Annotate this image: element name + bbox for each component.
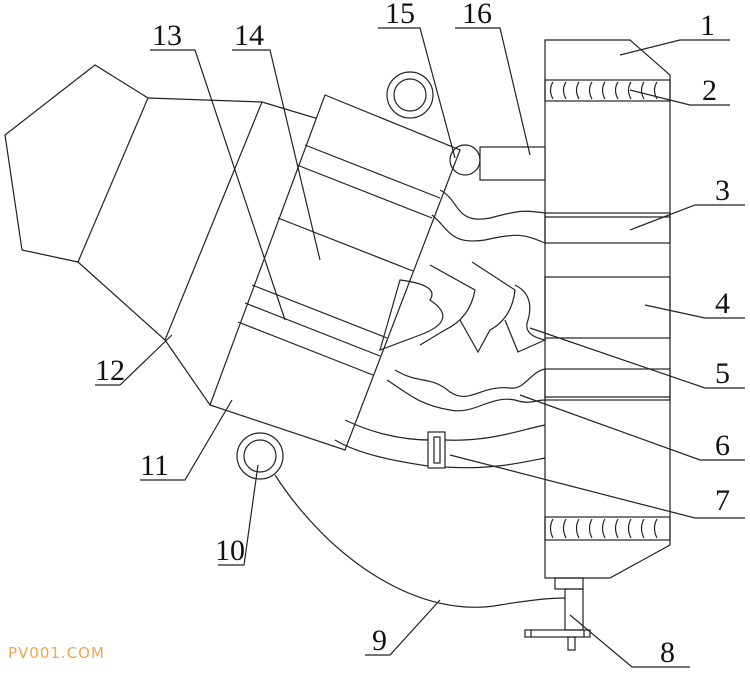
label-11: 11	[140, 449, 169, 482]
hood-assembly	[4, 64, 461, 451]
band-4	[544, 276, 671, 339]
connecting-pipes	[274, 189, 566, 608]
filter-arcs-top	[549, 81, 658, 100]
ring-10-outer	[236, 432, 284, 480]
label-7: 7	[715, 484, 730, 517]
column-body	[524, 39, 671, 651]
band-6	[544, 368, 671, 401]
label-15: 15	[385, 0, 415, 30]
flange	[524, 629, 591, 638]
label-10: 10	[215, 534, 245, 567]
label-4: 4	[715, 287, 730, 320]
label-12: 12	[95, 354, 125, 387]
filter-band-bottom	[544, 516, 671, 541]
part-labels: 1 2 3 4 5 6 7 8 9 10 11 12 13 14 15 16	[95, 0, 730, 669]
label-3: 3	[715, 174, 730, 207]
cones-5	[379, 261, 547, 354]
label-2: 2	[702, 74, 717, 107]
main-body-14	[209, 94, 461, 451]
label-5: 5	[715, 357, 730, 390]
band-3	[544, 212, 671, 244]
leader-lines	[95, 27, 745, 668]
label-16: 16	[462, 0, 492, 30]
pipe-9	[274, 474, 566, 608]
label-9: 9	[372, 624, 387, 657]
valve-7	[427, 431, 446, 469]
motor-16	[479, 146, 546, 181]
label-6: 6	[715, 429, 730, 462]
label-8: 8	[660, 636, 675, 669]
watermark: PV001.COM	[8, 644, 105, 662]
rings	[236, 71, 546, 480]
label-1: 1	[700, 9, 715, 42]
label-14: 14	[234, 19, 264, 52]
filter-band-top	[544, 79, 671, 102]
label-13: 13	[152, 19, 182, 52]
ring-top-outer	[386, 71, 434, 119]
